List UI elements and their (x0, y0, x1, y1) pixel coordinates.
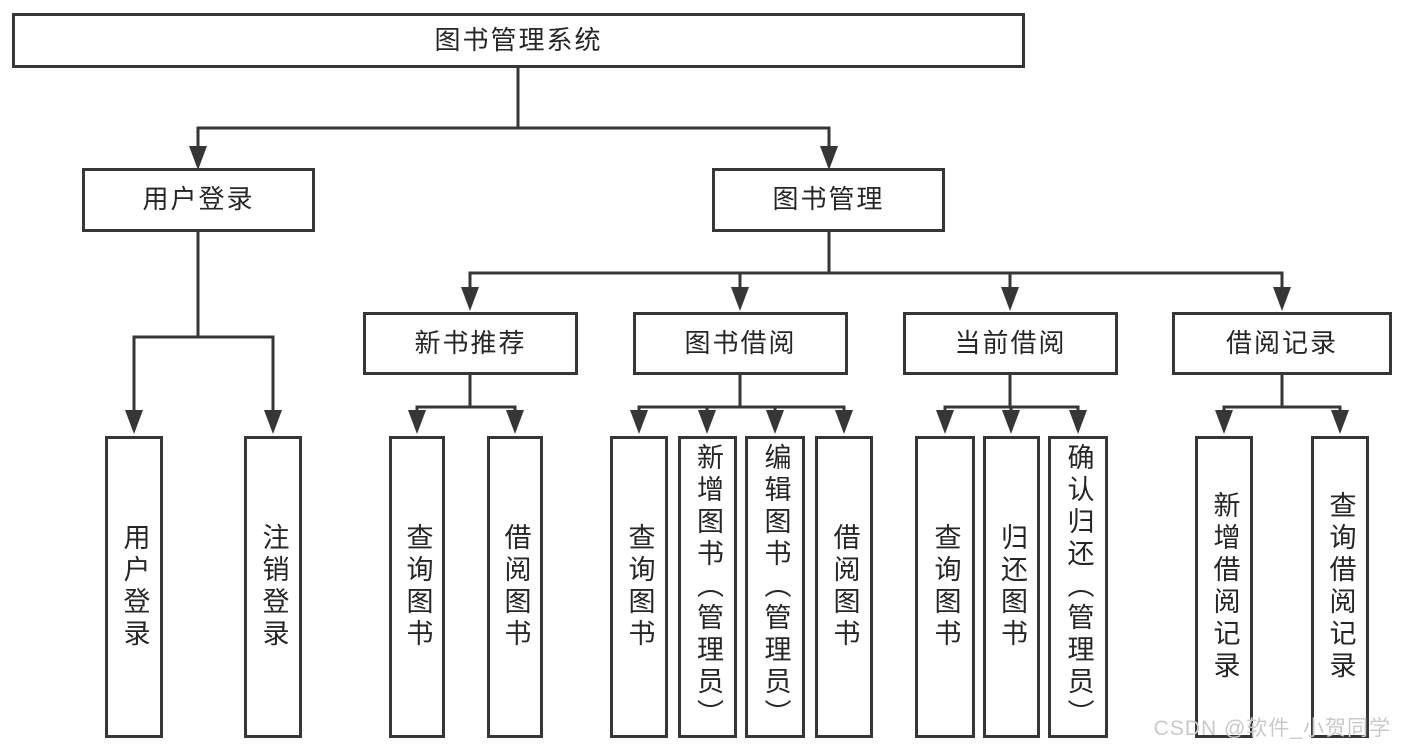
node-borrow-records: 借阅记录 (1172, 312, 1392, 375)
leaf-bw-add-books-admin: 新增图书（管理员） (678, 436, 737, 738)
node-library-system: 图书管理系统 (12, 13, 1025, 68)
leaf-bw-borrow-books: 借阅图书 (815, 436, 873, 738)
leaf-bw-query-books: 查询图书 (610, 436, 668, 738)
node-current-borrowing: 当前借阅 (903, 312, 1118, 375)
node-book-borrowing: 图书借阅 (633, 312, 848, 375)
leaf-cur-confirm-return-admin: 确认归还（管理员） (1048, 436, 1108, 738)
leaf-bw-edit-books-admin: 编辑图书（管理员） (745, 436, 805, 738)
node-user-login: 用户登录 (82, 168, 315, 232)
leaf-rec-add-borrow-record: 新增借阅记录 (1195, 436, 1253, 738)
leaf-rec-query-borrow-record: 查询借阅记录 (1311, 436, 1369, 738)
arrowheads (125, 146, 1349, 434)
leaf-nb-query-books: 查询图书 (389, 436, 445, 738)
csdn-watermark: CSDN @软件_小贺同学 (1153, 717, 1391, 740)
node-book-management: 图书管理 (712, 168, 945, 232)
leaf-user-login: 用户登录 (105, 436, 163, 738)
leaf-nb-borrow-books: 借阅图书 (487, 436, 543, 738)
leaf-cur-return-books: 归还图书 (983, 436, 1040, 738)
node-new-book-recommend: 新书推荐 (363, 312, 578, 375)
leaf-logout-login: 注销登录 (244, 436, 302, 738)
leaf-cur-query-books: 查询图书 (915, 436, 975, 738)
